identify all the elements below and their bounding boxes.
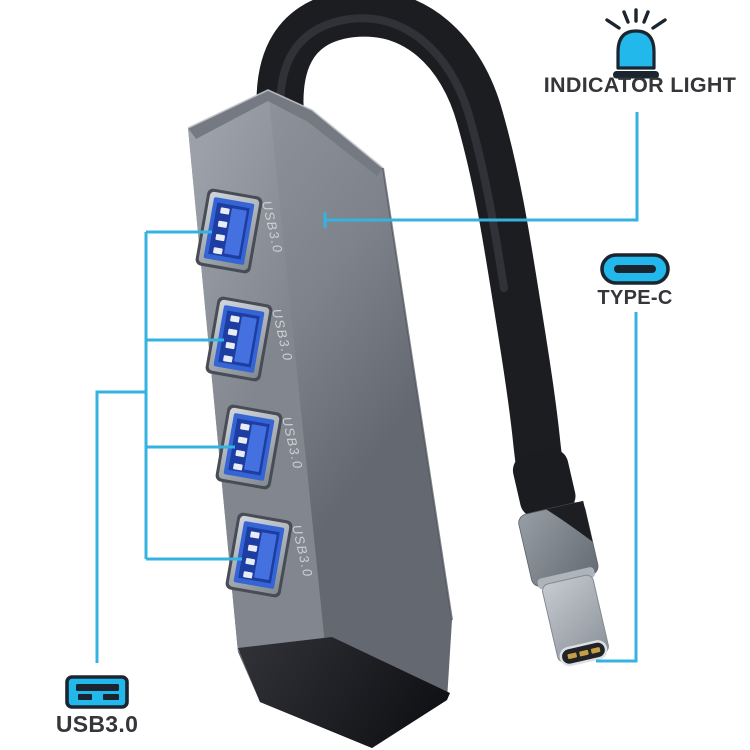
callout-indicator-light xyxy=(323,112,639,228)
hub-end-cap xyxy=(238,637,450,748)
usb-port-2 xyxy=(205,296,273,382)
type-c-connector-icon xyxy=(600,253,670,285)
usb-port-4 xyxy=(225,512,293,598)
callout-usb-ports-bracket xyxy=(95,230,242,663)
plug-pins xyxy=(567,647,601,660)
hub-right-edge xyxy=(382,167,453,621)
usb-ports: USB3.0 USB3.0 USB3.0 USB3.0 xyxy=(195,188,316,598)
usb-a-port-icon xyxy=(65,675,129,709)
callout-lines xyxy=(95,112,639,663)
type-c-label: TYPE-C xyxy=(597,287,672,309)
overmold-wedge xyxy=(546,500,593,542)
usb3-label: USB3.0 xyxy=(56,711,138,737)
callout-type-c xyxy=(596,312,638,663)
usb-port-1 xyxy=(195,188,263,274)
strain-relief xyxy=(512,448,576,518)
usb-cable xyxy=(256,0,567,507)
usb-port-3 xyxy=(215,404,283,490)
hub-top-edge-highlight xyxy=(187,89,384,169)
type-c-plug xyxy=(512,448,609,667)
beacon-light-icon xyxy=(605,8,667,79)
beacon-rays xyxy=(605,8,667,30)
indicator-light-label: INDICATOR LIGHT xyxy=(544,73,736,97)
hub-top-face xyxy=(188,90,383,176)
